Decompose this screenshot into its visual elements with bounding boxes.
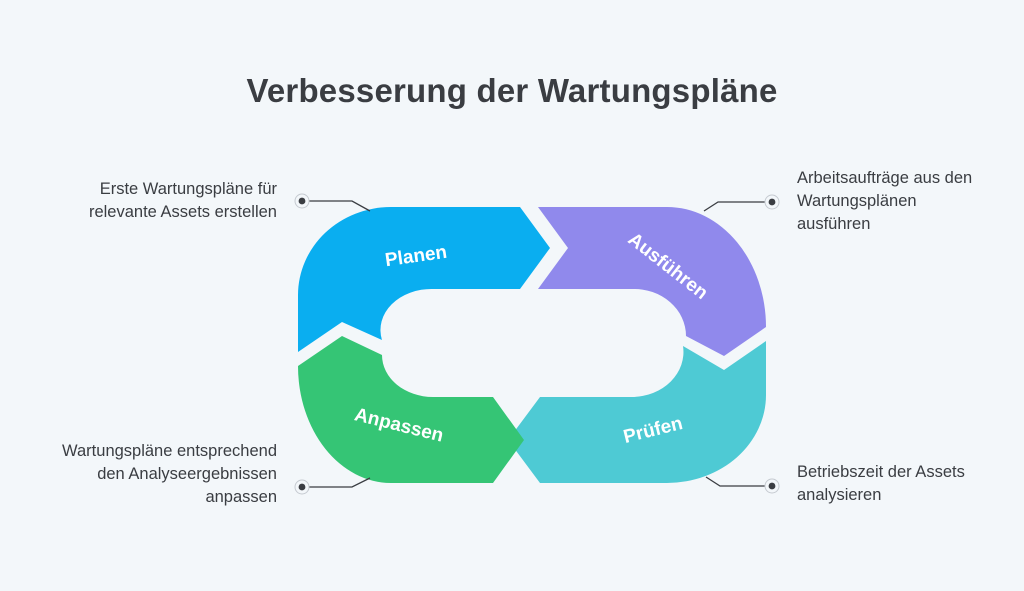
callout-ausfuehren-line-3: ausführen (797, 215, 871, 233)
callout-anpassen-line-3: anpassen (205, 488, 277, 506)
callout-planen-line-2: relevante Assets erstellen (88, 203, 277, 221)
callout-pruefen: Betriebszeit der Assets analysieren (797, 461, 1017, 507)
segment-anpassen (298, 336, 524, 483)
connector-ausfuehren (703, 194, 780, 212)
callout-ausfuehren-line-2: Wartungsplänen (797, 192, 917, 210)
callout-anpassen-line-1: Wartungspläne entsprechend (62, 442, 277, 460)
callout-ausfuehren: Arbeitsaufträge aus den Wartungsplänen a… (797, 167, 1017, 236)
callout-anpassen-line-2: den Analyseergebnissen (97, 465, 277, 483)
segment-pruefen (508, 341, 766, 483)
connector-pruefen (705, 476, 780, 494)
callout-anpassen: Wartungspläne entsprechend den Analyseer… (7, 440, 277, 509)
segment-ausfuehren (538, 207, 766, 356)
callout-pruefen-line-2: analysieren (797, 486, 882, 504)
segment-planen (298, 207, 550, 352)
callout-planen: Erste Wartungspläne für relevante Assets… (17, 178, 277, 224)
connector-anpassen (294, 477, 371, 495)
callout-ausfuehren-line-1: Arbeitsaufträge aus den (797, 169, 973, 187)
callout-planen-line-1: Erste Wartungspläne für (99, 180, 277, 198)
callout-pruefen-line-1: Betriebszeit der Assets (797, 463, 965, 481)
page-title: Verbesserung der Wartungspläne (246, 72, 778, 109)
connector-planen (294, 193, 371, 212)
